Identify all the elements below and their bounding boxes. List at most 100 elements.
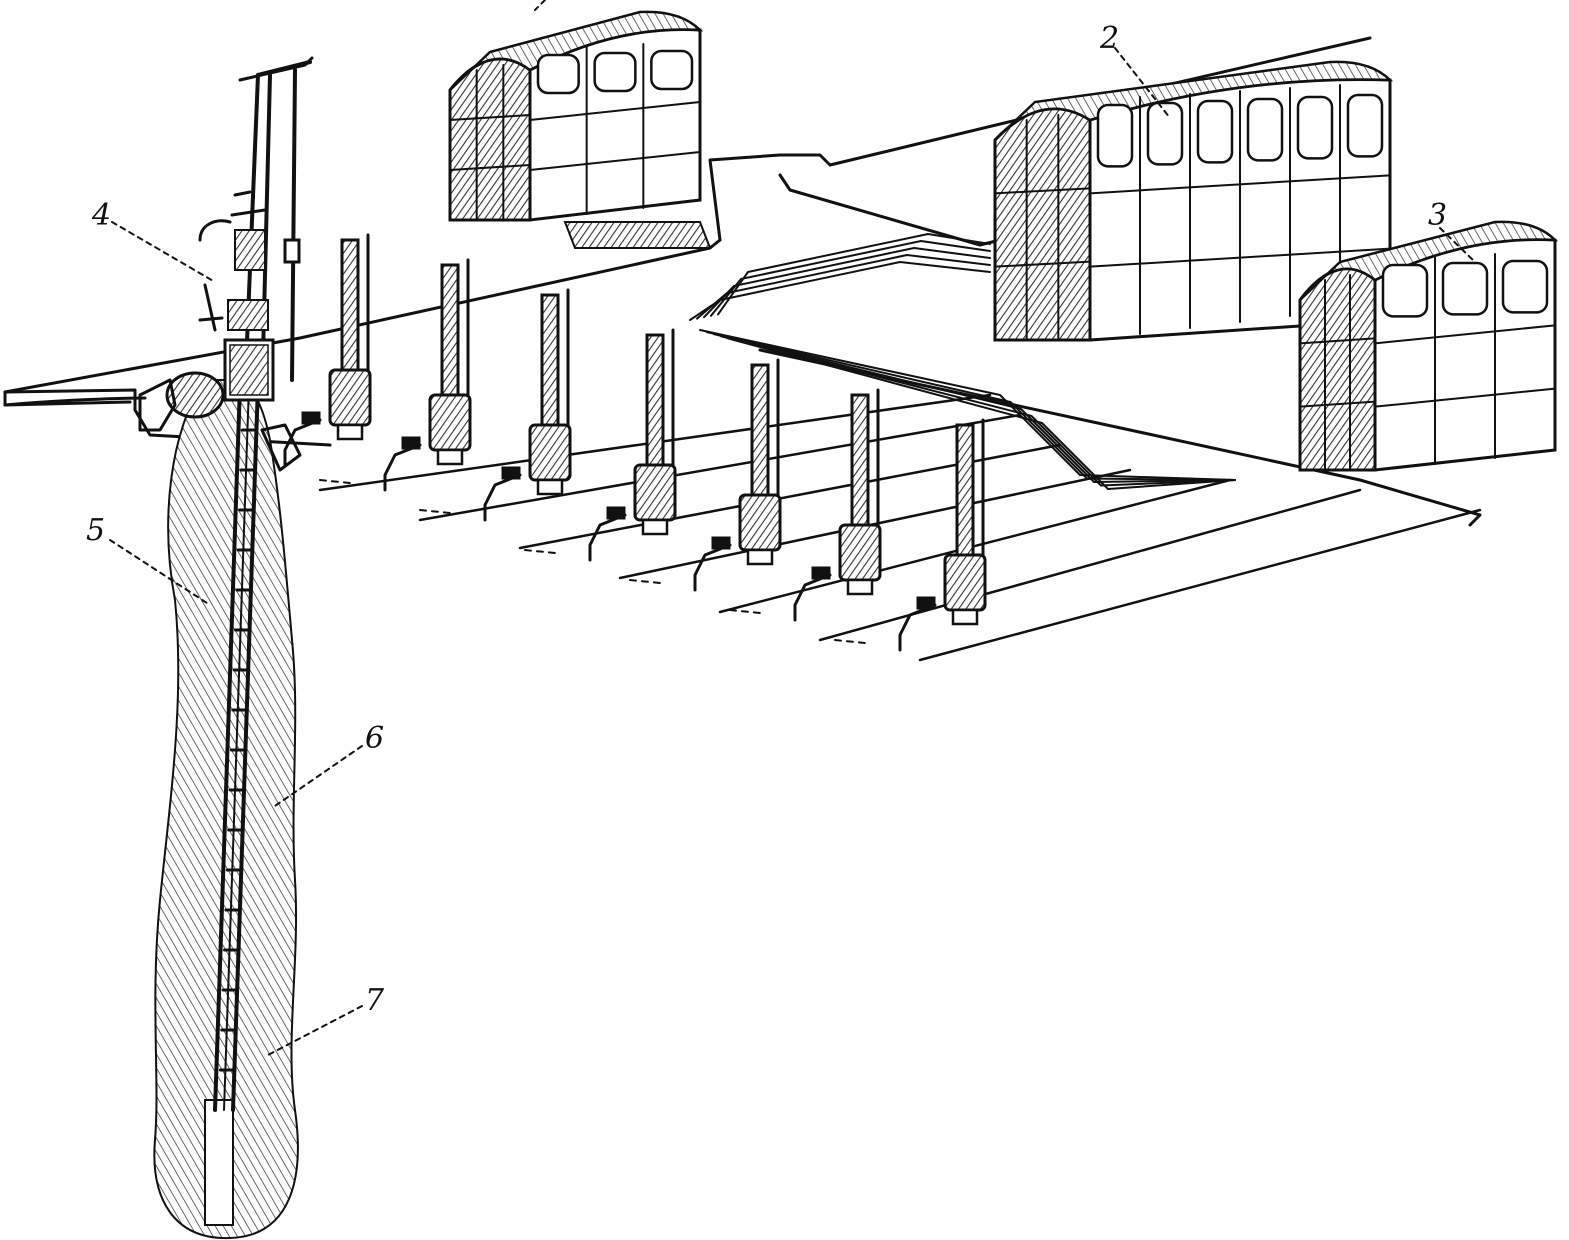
well-string (213, 383, 260, 1112)
building-3 (1298, 220, 1559, 472)
building-3-gable-grid (1299, 274, 1376, 471)
wellhead-valve (283, 418, 322, 467)
window-icon (1246, 97, 1284, 162)
wellhead-column (645, 333, 665, 467)
window-icon (593, 51, 637, 93)
buildings-group (448, 10, 1559, 472)
valve-handle (916, 596, 936, 610)
collector-pipe (717, 233, 991, 316)
floor-grate (563, 221, 712, 249)
wellhead-valve (588, 513, 627, 562)
wellhead-body (738, 493, 782, 552)
wellhead-base (746, 548, 774, 566)
flow-arrow (729, 609, 761, 614)
building-1 (448, 10, 704, 222)
valve-handle (606, 506, 626, 520)
label-7: 7 (365, 983, 385, 1018)
collector-pipe-bundle (689, 233, 1482, 527)
building-1-grid-h (529, 101, 701, 121)
label-4: 4 (91, 198, 111, 233)
building-1-grid-h (529, 151, 701, 171)
wellhead-valve (483, 473, 522, 522)
building-1-roof (449, 10, 704, 91)
ground-line (918, 508, 1482, 662)
window-icon (536, 53, 580, 95)
building-2-gable (993, 107, 1092, 342)
building-2 (993, 60, 1394, 342)
valve-handle (811, 566, 831, 580)
wellhead-body (838, 523, 882, 582)
flow-arrow (524, 549, 556, 554)
ground-line (518, 443, 1062, 550)
label-2: 2 (1099, 21, 1119, 56)
wellhead-5 (629, 358, 782, 592)
wellhead-valve (793, 573, 832, 622)
collector-pipe (699, 329, 1236, 481)
wellhead-body (328, 368, 372, 427)
collector-pipe (706, 331, 1236, 481)
collector-pipe (727, 337, 1236, 490)
valve-handle (301, 411, 321, 425)
ground-line (718, 478, 1232, 614)
wellhead-base (336, 423, 364, 441)
wellhead-body (943, 553, 987, 612)
building-3-gable (1298, 267, 1377, 472)
label-3: 3 (1428, 198, 1447, 233)
wellhead-base (536, 478, 564, 496)
building-2-roof (994, 60, 1394, 141)
window-icon (1096, 103, 1134, 168)
callout-labels: 2 3 4 5 6 7 (86, 21, 1447, 1018)
wellhead-1 (219, 233, 372, 467)
wellhead-base (641, 518, 669, 536)
ground-line (418, 413, 1022, 522)
wellhead-column (955, 423, 975, 557)
wellhead-column (340, 238, 360, 372)
wellhead-3 (419, 288, 572, 522)
wellhead-6 (729, 388, 882, 622)
wellheads-group (219, 233, 987, 652)
building-3-grid-h (1374, 324, 1556, 345)
collector-pipe (703, 247, 991, 319)
window-icon (1441, 261, 1489, 316)
collector-pipe (689, 261, 991, 321)
wellhead-column (440, 263, 460, 397)
building-1-gable (448, 57, 532, 222)
collector-pipe (696, 254, 991, 320)
valve-handle (711, 536, 731, 550)
wellhead-tower (138, 56, 314, 472)
wellhead-valve (693, 543, 732, 592)
window-icon (1196, 99, 1234, 164)
building-2-grid-h (1089, 174, 1391, 195)
building-2-grid-h (1089, 247, 1391, 268)
wellhead-7 (834, 418, 987, 652)
wellhead-valve (383, 443, 422, 492)
window-icon (1296, 95, 1334, 160)
wellhead-base (846, 578, 874, 596)
building-2-gable-grid (994, 114, 1091, 341)
wellhead-body (633, 463, 677, 522)
leader-lines (109, 0, 1476, 1056)
label-6: 6 (365, 721, 384, 756)
wellhead-4 (524, 328, 677, 562)
wellhead-body (428, 393, 472, 452)
wellhead-base (436, 448, 464, 466)
wellhead-valve (898, 603, 937, 652)
window-icon (1346, 93, 1384, 158)
valve-handle (401, 436, 421, 450)
window-icon (1146, 101, 1184, 166)
collector-main (758, 348, 1482, 527)
building-3-roof (1299, 220, 1559, 301)
wellhead-base (951, 608, 979, 626)
collector-pipe (710, 240, 991, 317)
wellhead-column (540, 293, 560, 427)
flow-arrow (419, 509, 451, 514)
wellhead-body (528, 423, 572, 482)
window-icon (650, 49, 694, 91)
collector-pipe (713, 333, 1236, 483)
wellhead-column (850, 393, 870, 527)
flow-arrow (319, 479, 351, 484)
window-icon (1381, 263, 1429, 318)
flow-arrow (834, 639, 866, 644)
